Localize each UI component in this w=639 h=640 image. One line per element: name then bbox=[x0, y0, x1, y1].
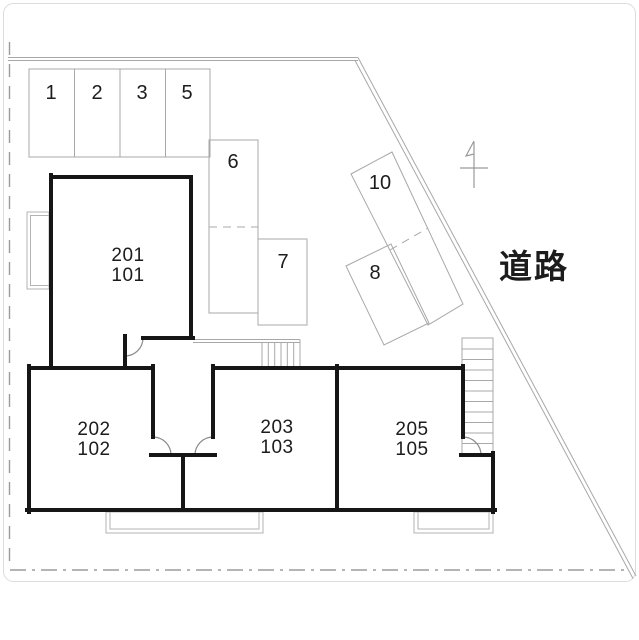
room-label-203-103: 203 103 bbox=[260, 417, 293, 458]
entry-stairs bbox=[261, 342, 295, 368]
walls-upper-building bbox=[49, 173, 195, 370]
parking-stall-7 bbox=[257, 238, 308, 326]
door-arc-201 bbox=[124, 337, 144, 357]
room-label-202-102: 202 102 bbox=[77, 419, 110, 460]
room-number-lower: 102 bbox=[77, 439, 110, 460]
parking-row bbox=[28, 68, 211, 158]
door-arcs bbox=[124, 337, 482, 456]
parking-stall-10 bbox=[350, 151, 464, 326]
image-frame bbox=[3, 3, 636, 582]
room-number-upper: 205 bbox=[395, 419, 428, 440]
entry-porch bbox=[193, 339, 301, 368]
room-label-201-101: 201 101 bbox=[111, 245, 144, 286]
parking-stall-6 bbox=[208, 139, 259, 314]
door-arc-203 bbox=[194, 436, 214, 456]
building-walls bbox=[25, 173, 497, 514]
room-number-lower: 105 bbox=[395, 439, 428, 460]
stall-label: 5 bbox=[181, 82, 192, 104]
room-number-upper: 201 bbox=[111, 245, 144, 266]
door-arc-205 bbox=[462, 436, 482, 456]
stall-label: 10 bbox=[369, 172, 391, 194]
stall-label: 8 bbox=[369, 262, 380, 284]
stall-label: 6 bbox=[227, 151, 238, 173]
road-edge-diagonal bbox=[354, 57, 637, 579]
room-label-205-105: 205 105 bbox=[395, 419, 428, 460]
room-number-lower: 101 bbox=[111, 265, 144, 286]
room-number-upper: 202 bbox=[77, 419, 110, 440]
stall-label: 7 bbox=[277, 251, 288, 273]
walls-lower-building bbox=[25, 364, 497, 514]
door-arc-202 bbox=[152, 436, 172, 456]
stall-label: 3 bbox=[136, 82, 147, 104]
parking-stall-8 bbox=[345, 243, 430, 346]
stall-label: 2 bbox=[91, 82, 102, 104]
utility-pole-icon bbox=[460, 140, 488, 188]
road-label: 道路 bbox=[499, 248, 569, 285]
room-number-upper: 203 bbox=[260, 417, 293, 438]
stall-label: 1 bbox=[45, 82, 56, 104]
site-top-boundary bbox=[8, 57, 358, 61]
room-number-lower: 103 bbox=[260, 437, 293, 458]
